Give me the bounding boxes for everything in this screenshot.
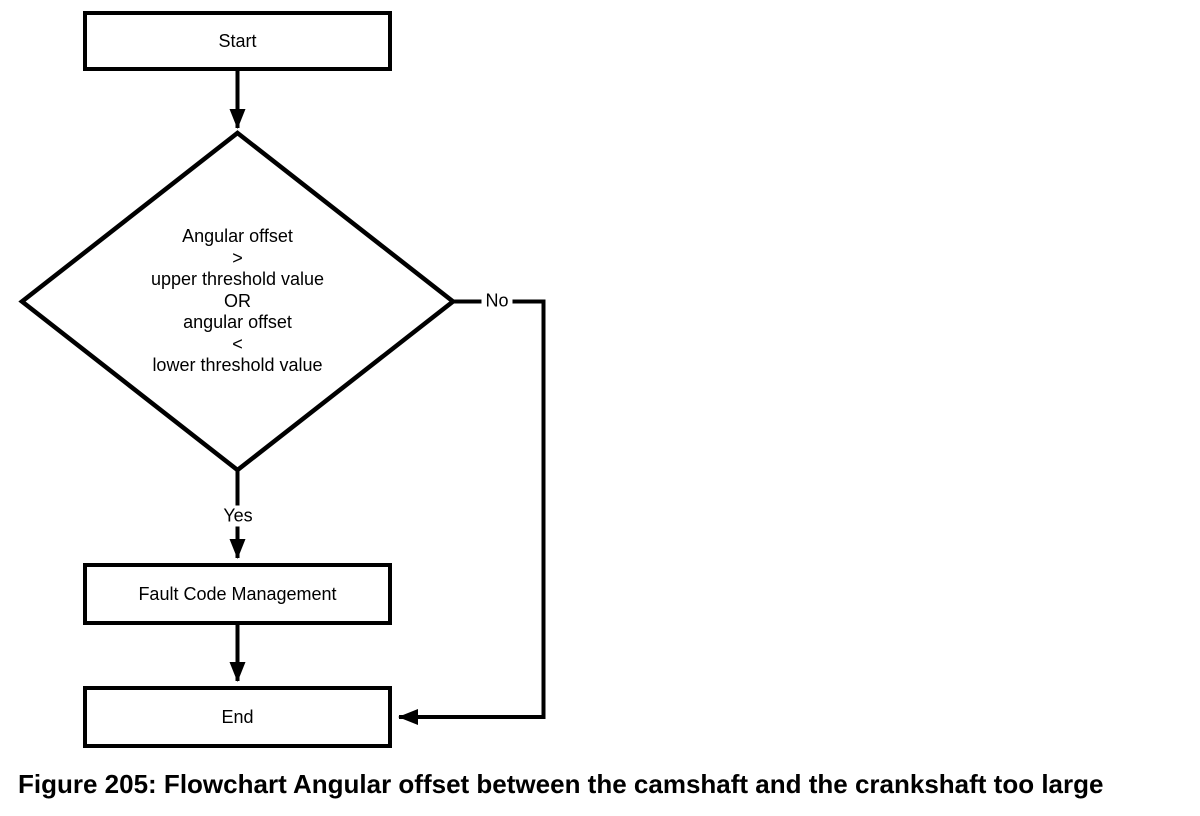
start-node-shape bbox=[83, 11, 392, 71]
figure-caption: Figure 205: Flowchart Angular offset bet… bbox=[18, 769, 1104, 799]
fault-node-label: Fault Code Management bbox=[138, 583, 337, 604]
decision-text-line: OR bbox=[224, 290, 251, 311]
decision-text-line: > bbox=[232, 247, 243, 268]
decision-text-line: lower threshold value bbox=[152, 355, 323, 375]
decision-node-shape bbox=[18, 130, 457, 473]
yes-edge-label: Yes bbox=[219, 505, 257, 527]
end-node-shape bbox=[83, 686, 392, 748]
decision-text-line: angular offset bbox=[183, 312, 292, 332]
fault-node-shape bbox=[83, 563, 392, 625]
end-node-label: End bbox=[221, 706, 254, 727]
decision-text-line: upper threshold value bbox=[150, 269, 325, 289]
no-edge-label: No bbox=[481, 290, 513, 312]
decision-text-line: Angular offset bbox=[182, 226, 293, 246]
start-node-label: Start bbox=[218, 30, 257, 51]
decision-text-line: < bbox=[232, 333, 243, 354]
edge-decision-no bbox=[398, 299, 546, 725]
